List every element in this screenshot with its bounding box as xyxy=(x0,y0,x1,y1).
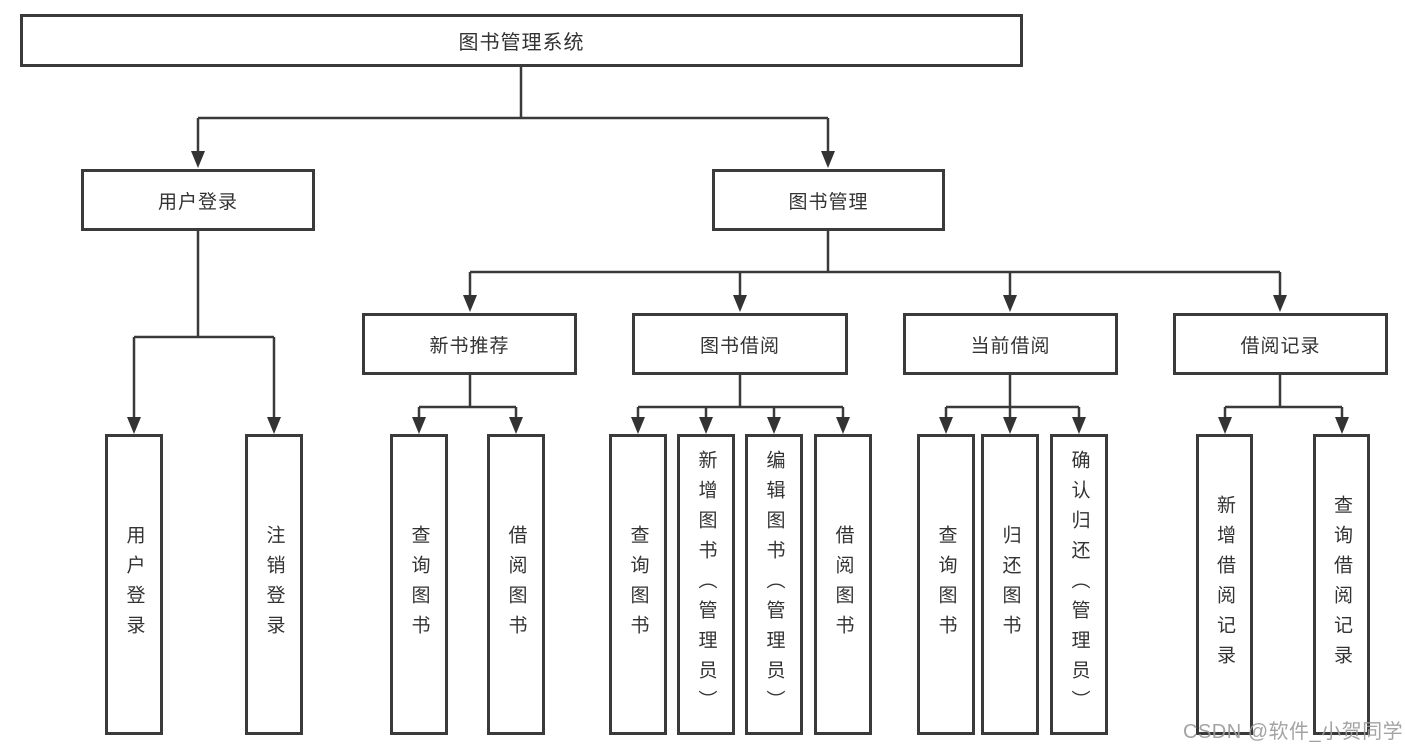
node-cb-confirm-return-admin: 确认归还（管理员） xyxy=(1050,434,1108,735)
node-book-borrowing: 图书借阅 xyxy=(632,313,848,375)
node-bb-add-books-admin: 新增图书（管理员） xyxy=(677,434,735,735)
node-new-book-recommendation: 新书推荐 xyxy=(362,313,577,375)
node-library-management-system: 图书管理系统 xyxy=(20,14,1023,67)
node-cb-query-books: 查询图书 xyxy=(917,434,975,735)
node-bb-borrow-books: 借阅图书 xyxy=(814,434,872,735)
node-leaf-user-login: 用户登录 xyxy=(105,434,163,735)
node-leaf-logout: 注销登录 xyxy=(245,434,303,735)
node-borrowing-records: 借阅记录 xyxy=(1173,313,1388,375)
csdn-watermark: CSDN @软件_小贺同学 xyxy=(1183,721,1404,743)
node-bb-query-books: 查询图书 xyxy=(609,434,667,735)
node-user-login: 用户登录 xyxy=(81,169,315,231)
node-book-management: 图书管理 xyxy=(712,169,945,231)
node-bb-edit-books-admin: 编辑图书（管理员） xyxy=(745,434,803,735)
node-rec-query-books: 查询图书 xyxy=(390,434,448,735)
node-cb-return-books: 归还图书 xyxy=(981,434,1039,735)
node-br-query-record: 查询借阅记录 xyxy=(1313,434,1370,735)
node-rec-borrow-books: 借阅图书 xyxy=(487,434,545,735)
node-br-add-record: 新增借阅记录 xyxy=(1196,434,1253,735)
node-current-borrowing: 当前借阅 xyxy=(903,313,1118,375)
